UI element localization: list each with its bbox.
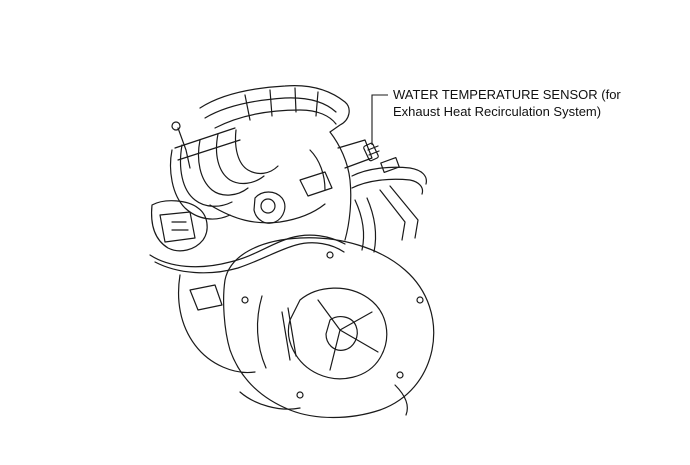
callout-label-line-2: Exhaust Heat Recirculation System) bbox=[393, 104, 602, 119]
water-temperature-sensor-label: WATER TEMPERATURE SENSOR (for Exhaust He… bbox=[393, 86, 621, 120]
engine-assembly-illustration bbox=[149, 85, 435, 419]
water-temperature-sensor-icon bbox=[363, 142, 380, 162]
callout-label-line-1: WATER TEMPERATURE SENSOR (for bbox=[393, 87, 621, 102]
callout-leader-line bbox=[371, 94, 388, 145]
